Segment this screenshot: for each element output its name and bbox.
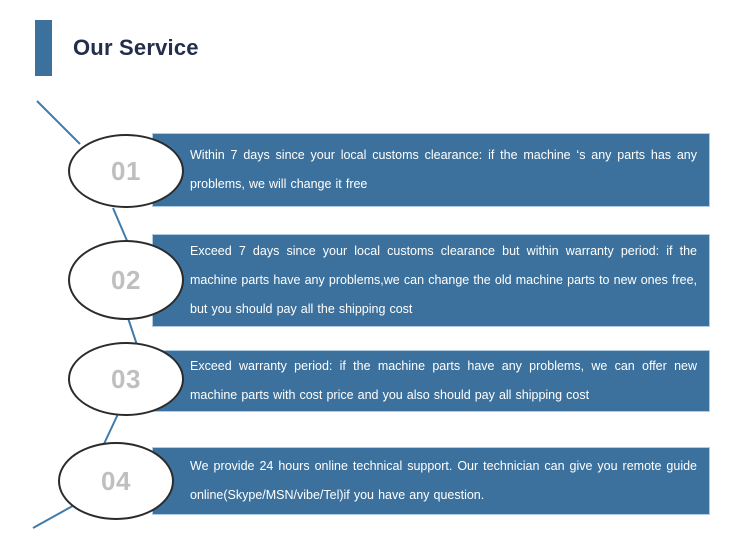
page-title: Our Service [35,20,199,76]
step-number-badge[interactable]: 03 [68,342,184,416]
step-number-label: 04 [101,466,131,496]
step-number-badge[interactable]: 04 [58,442,174,520]
step-description: Exceed 7 days since your local customs c… [190,244,697,316]
step-text-bar: Within 7 days since your local customs c… [152,133,710,207]
step-number-label: 02 [111,265,141,295]
step-number-badge[interactable]: 02 [68,240,184,320]
connector-line-1-2 [112,207,129,244]
step-number-label: 03 [111,364,141,394]
step-text-bar: Exceed 7 days since your local customs c… [152,234,710,327]
step-number-label: 01 [111,156,141,186]
page-title-text: Our Service [73,35,199,60]
step-text-bar: We provide 24 hours online technical sup… [152,447,710,515]
step-number-badge[interactable]: 01 [68,134,184,208]
title-accent-bar [35,20,52,76]
step-description: Within 7 days since your local customs c… [190,148,697,191]
step-description: Exceed warranty period: if the machine p… [190,359,697,402]
connector-line-top [36,100,81,145]
step-text-bar: Exceed warranty period: if the machine p… [152,350,710,412]
connector-line-bottom [32,502,79,529]
step-description: We provide 24 hours online technical sup… [190,459,697,502]
